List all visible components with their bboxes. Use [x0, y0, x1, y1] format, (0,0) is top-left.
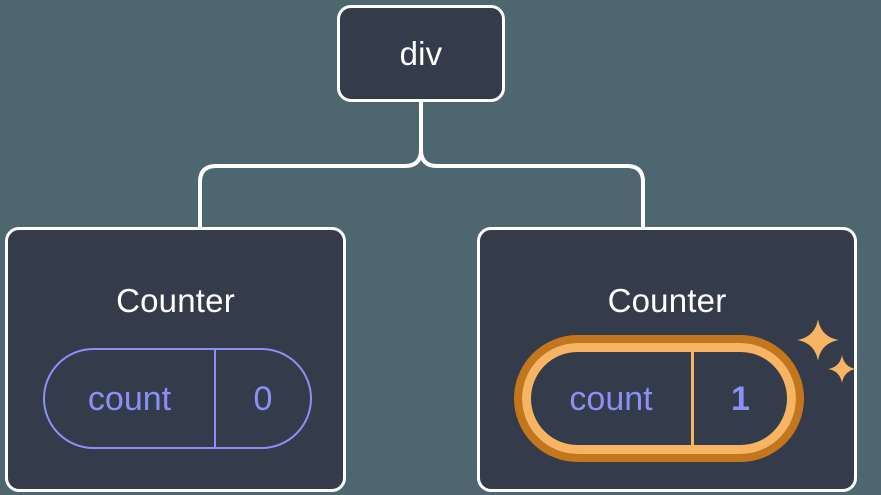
- state-value-right: 1: [691, 352, 787, 445]
- sparkle-large-icon: [797, 319, 839, 361]
- node-div-label: div: [399, 35, 443, 72]
- node-counter-left-label: Counter: [116, 282, 235, 319]
- state-pill-right-outer-ring: count 1: [514, 335, 804, 462]
- state-key-left: count: [87, 379, 172, 418]
- state-value-left: 0: [214, 350, 310, 447]
- state-pill-left[interactable]: count 0: [43, 348, 312, 449]
- connector-branch-left: [198, 148, 423, 229]
- state-key-right: count: [569, 379, 653, 418]
- node-div[interactable]: div: [337, 5, 505, 102]
- node-counter-right-label: Counter: [607, 282, 727, 319]
- sparkle-small-icon: [828, 355, 856, 383]
- state-pill-left-body: count 0: [43, 348, 312, 449]
- state-pill-right[interactable]: count 1: [514, 335, 804, 462]
- state-pill-right-body: count 1: [522, 343, 796, 454]
- sparkle-group: [796, 318, 860, 388]
- connector-branch-right: [419, 148, 645, 229]
